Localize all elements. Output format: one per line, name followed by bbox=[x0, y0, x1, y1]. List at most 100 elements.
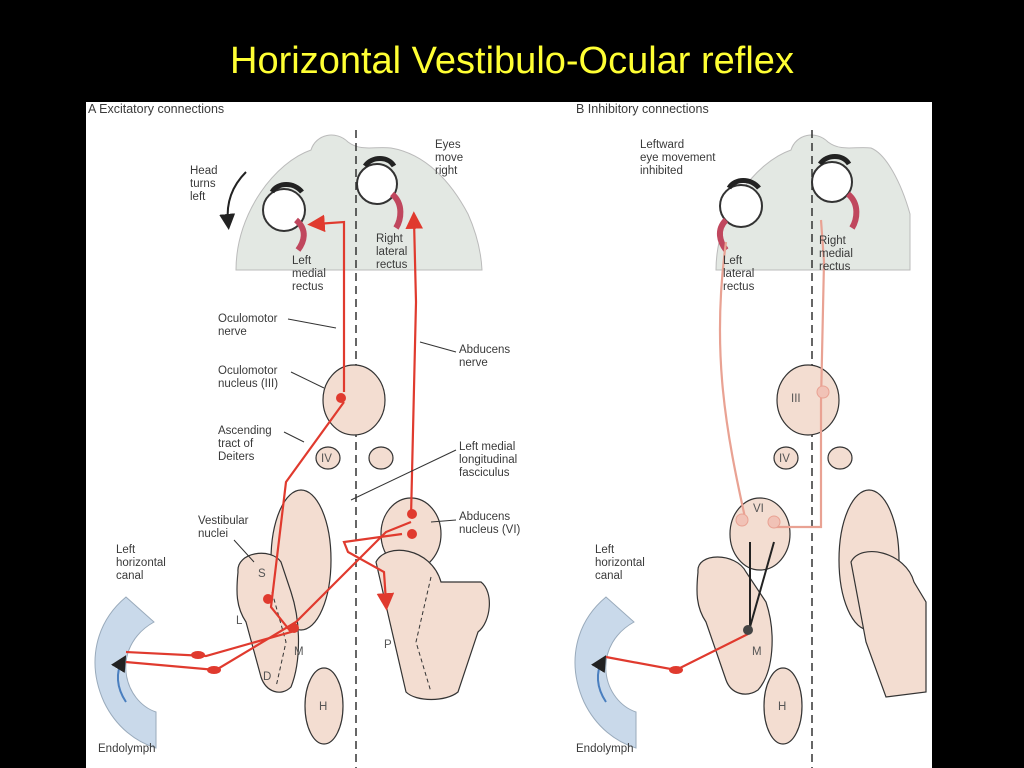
svg-text:Abducens: Abducens bbox=[459, 344, 510, 356]
vestibular-nuclei-label: Vestibular nuclei bbox=[198, 515, 255, 563]
svg-text:nerve: nerve bbox=[218, 326, 247, 338]
svg-text:canal: canal bbox=[116, 570, 144, 582]
horizontal-canal-label-b: Left horizontal canal bbox=[595, 544, 645, 582]
right-vestibular-column-b bbox=[850, 551, 927, 698]
mlf-label: Left medial longitudinal fasciculus bbox=[350, 441, 517, 501]
svg-text:Left medial: Left medial bbox=[459, 441, 515, 453]
inhibited-label: Leftward eye movement inhibited bbox=[640, 139, 716, 177]
svg-text:Ascending: Ascending bbox=[218, 425, 272, 437]
right-eye-a bbox=[356, 156, 404, 230]
svg-text:nucleus (III): nucleus (III) bbox=[218, 378, 278, 390]
l-label: L bbox=[236, 615, 243, 627]
svg-text:tract of: tract of bbox=[218, 438, 254, 450]
svg-text:rectus: rectus bbox=[723, 281, 755, 293]
head-turn-arrow bbox=[219, 171, 247, 230]
endolymph-label-b: Endolymph bbox=[576, 743, 634, 755]
left-eye-a bbox=[262, 182, 307, 252]
panel-b: B Inhibitory connections bbox=[574, 102, 927, 768]
left-lateral-rectus-label: Left lateral rectus bbox=[723, 255, 755, 293]
svg-text:move: move bbox=[435, 152, 463, 164]
inhibitory-interneurons bbox=[749, 541, 775, 628]
vor-diagram: A Excitatory connections bbox=[88, 102, 927, 768]
p-label: P bbox=[384, 639, 392, 651]
left-horizontal-canal-a bbox=[94, 596, 157, 749]
eyes-move-label: Eyes move right bbox=[435, 139, 463, 177]
svg-text:rectus: rectus bbox=[819, 261, 851, 273]
right-medial-rectus-label: Right medial rectus bbox=[819, 235, 853, 273]
panel-b-heading: B Inhibitory connections bbox=[576, 102, 709, 116]
svg-text:Vestibular: Vestibular bbox=[198, 515, 249, 527]
m-label-a: M bbox=[294, 646, 304, 658]
left-horizontal-canal-b bbox=[574, 596, 637, 749]
svg-text:turns: turns bbox=[190, 178, 216, 190]
svg-text:Left: Left bbox=[116, 544, 136, 556]
panel-a: A Excitatory connections bbox=[88, 102, 521, 768]
panel-a-heading: A Excitatory connections bbox=[88, 102, 224, 116]
oculomotor-nerve-label: Oculomotor nerve bbox=[218, 313, 337, 338]
svg-text:rectus: rectus bbox=[376, 259, 408, 271]
svg-text:inhibited: inhibited bbox=[640, 165, 683, 177]
h-label-b: H bbox=[778, 701, 786, 713]
svg-text:Left: Left bbox=[595, 544, 615, 556]
oculomotor-nucleus-label: Oculomotor nucleus (III) bbox=[218, 365, 325, 390]
ascending-tract-label: Ascending tract of Deiters bbox=[218, 425, 305, 463]
right-lateral-rectus-label: Right lateral rectus bbox=[376, 233, 408, 271]
svg-text:horizontal: horizontal bbox=[595, 557, 645, 569]
h-region-b bbox=[763, 667, 803, 745]
endolymph-label-a: Endolymph bbox=[98, 743, 156, 755]
svg-text:Right: Right bbox=[376, 233, 404, 245]
left-vestibular-column-b bbox=[696, 556, 773, 695]
h-region-a bbox=[304, 667, 344, 745]
vor-figure: A Excitatory connections bbox=[86, 102, 932, 768]
left-vestibular-nuclei-a bbox=[236, 552, 300, 693]
svg-text:Left: Left bbox=[723, 255, 743, 267]
nucleus-vi-label-b: VI bbox=[753, 503, 764, 515]
svg-text:fasciculus: fasciculus bbox=[459, 467, 510, 479]
right-eye-b bbox=[811, 154, 860, 230]
svg-text:lateral: lateral bbox=[723, 268, 754, 280]
trochlear-nucleus-left-a bbox=[315, 446, 341, 470]
svg-text:lateral: lateral bbox=[376, 246, 407, 258]
svg-text:longitudinal: longitudinal bbox=[459, 454, 517, 466]
trochlear-nucleus-right-a bbox=[368, 446, 394, 470]
excitatory-cells bbox=[191, 393, 417, 674]
abducens-nerve-label: Abducens nerve bbox=[419, 341, 510, 369]
svg-text:eye movement: eye movement bbox=[640, 152, 716, 164]
left-medial-rectus-label: Left medial rectus bbox=[292, 255, 326, 293]
svg-text:left: left bbox=[190, 191, 206, 203]
head-silhouette-a bbox=[235, 134, 483, 271]
oculomotor-nucleus-a bbox=[322, 364, 386, 436]
svg-text:rectus: rectus bbox=[292, 281, 324, 293]
svg-text:nuclei: nuclei bbox=[198, 528, 228, 540]
slide-title: Horizontal Vestibulo-Ocular reflex bbox=[230, 40, 794, 82]
svg-text:medial: medial bbox=[292, 268, 326, 280]
trochlear-nucleus-right-b bbox=[827, 446, 853, 470]
svg-text:nerve: nerve bbox=[459, 357, 488, 369]
m-label-b: M bbox=[752, 646, 762, 658]
nucleus-iv-label-a: IV bbox=[321, 453, 332, 465]
svg-text:nucleus (VI): nucleus (VI) bbox=[459, 524, 521, 536]
h-label-a: H bbox=[319, 701, 327, 713]
svg-text:Leftward: Leftward bbox=[640, 139, 684, 151]
svg-text:Oculomotor: Oculomotor bbox=[218, 365, 278, 377]
svg-text:Head: Head bbox=[190, 165, 218, 177]
svg-text:right: right bbox=[435, 165, 458, 177]
inhibitory-pathways bbox=[718, 219, 826, 529]
trochlear-nucleus-left-b bbox=[773, 446, 799, 470]
svg-text:canal: canal bbox=[595, 570, 623, 582]
nucleus-iv-label-b: IV bbox=[779, 453, 790, 465]
oculomotor-nucleus-b bbox=[776, 364, 840, 436]
svg-text:Right: Right bbox=[819, 235, 847, 247]
svg-text:Eyes: Eyes bbox=[435, 139, 461, 151]
svg-text:Oculomotor: Oculomotor bbox=[218, 313, 278, 325]
inhibitory-cells bbox=[669, 385, 830, 674]
svg-text:Abducens: Abducens bbox=[459, 511, 510, 523]
right-vestibular-column-a bbox=[375, 549, 490, 701]
svg-text:medial: medial bbox=[819, 248, 853, 260]
svg-text:Left: Left bbox=[292, 255, 312, 267]
horizontal-canal-label-a: Left horizontal canal bbox=[116, 544, 166, 582]
abducens-nucleus-label: Abducens nucleus (VI) bbox=[430, 511, 521, 536]
excitatory-pathways bbox=[125, 211, 424, 672]
s-label: S bbox=[258, 568, 266, 580]
d-label: D bbox=[263, 671, 271, 683]
